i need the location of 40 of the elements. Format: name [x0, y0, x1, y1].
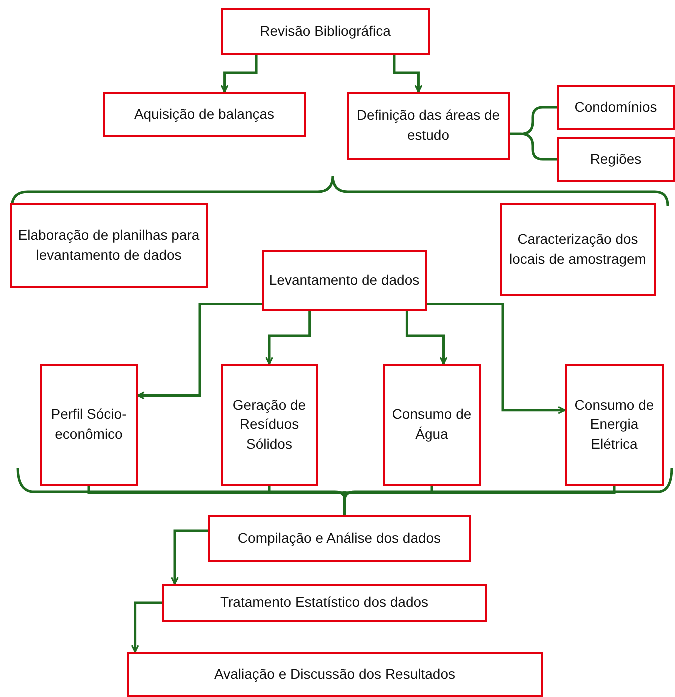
box-label: Aquisição de balanças: [134, 104, 275, 124]
arrow: [266, 311, 312, 365]
arrow: [220, 55, 258, 93]
process-box: [40, 364, 138, 486]
process-box: [262, 250, 427, 311]
box-label: Avaliação e Discussão dos Resultados: [214, 664, 456, 684]
process-box: [10, 203, 208, 288]
process-box: [500, 203, 656, 296]
box-label: Geração de Resíduos Sólidos: [232, 396, 308, 454]
arrow: [137, 303, 262, 400]
box-label: Condomínios: [574, 98, 658, 117]
box-label: Levantamento de dados: [269, 270, 420, 290]
process-box: [221, 364, 318, 486]
box-label: Revisão Bibliográfica: [260, 22, 391, 41]
process-box: [221, 8, 430, 55]
box-label: Elaboração de planilhas para levantamento de dados: [17, 226, 201, 264]
connector-line: [344, 486, 616, 515]
box-label: Consumo de Energia Elétrica: [574, 396, 656, 454]
arrow: [393, 55, 423, 93]
process-box: [565, 364, 664, 486]
process-box: [162, 584, 487, 622]
process-box: [557, 137, 675, 182]
arrow: [131, 602, 162, 653]
process-box: [383, 364, 481, 486]
process-box: [208, 515, 471, 562]
box-label: Compilação e Análise dos dados: [238, 528, 442, 548]
arrow: [427, 303, 566, 414]
box-label: Definição das áreas de estudo: [356, 106, 502, 145]
box-label: Tratamento Estatístico dos dados: [220, 593, 429, 612]
process-box: [557, 85, 675, 130]
process-box: [127, 652, 543, 697]
arrow: [171, 530, 208, 585]
box-label: Regiões: [590, 150, 642, 169]
arrow: [406, 311, 448, 365]
box-label: Perfil Sócio-econômico: [50, 405, 128, 444]
box-label: Consumo de Água: [391, 405, 473, 444]
process-box: [347, 92, 510, 160]
connector-line: [510, 132, 557, 161]
process-box: [103, 92, 306, 137]
box-label: Caracterização dos locais de amostragem: [508, 230, 648, 269]
